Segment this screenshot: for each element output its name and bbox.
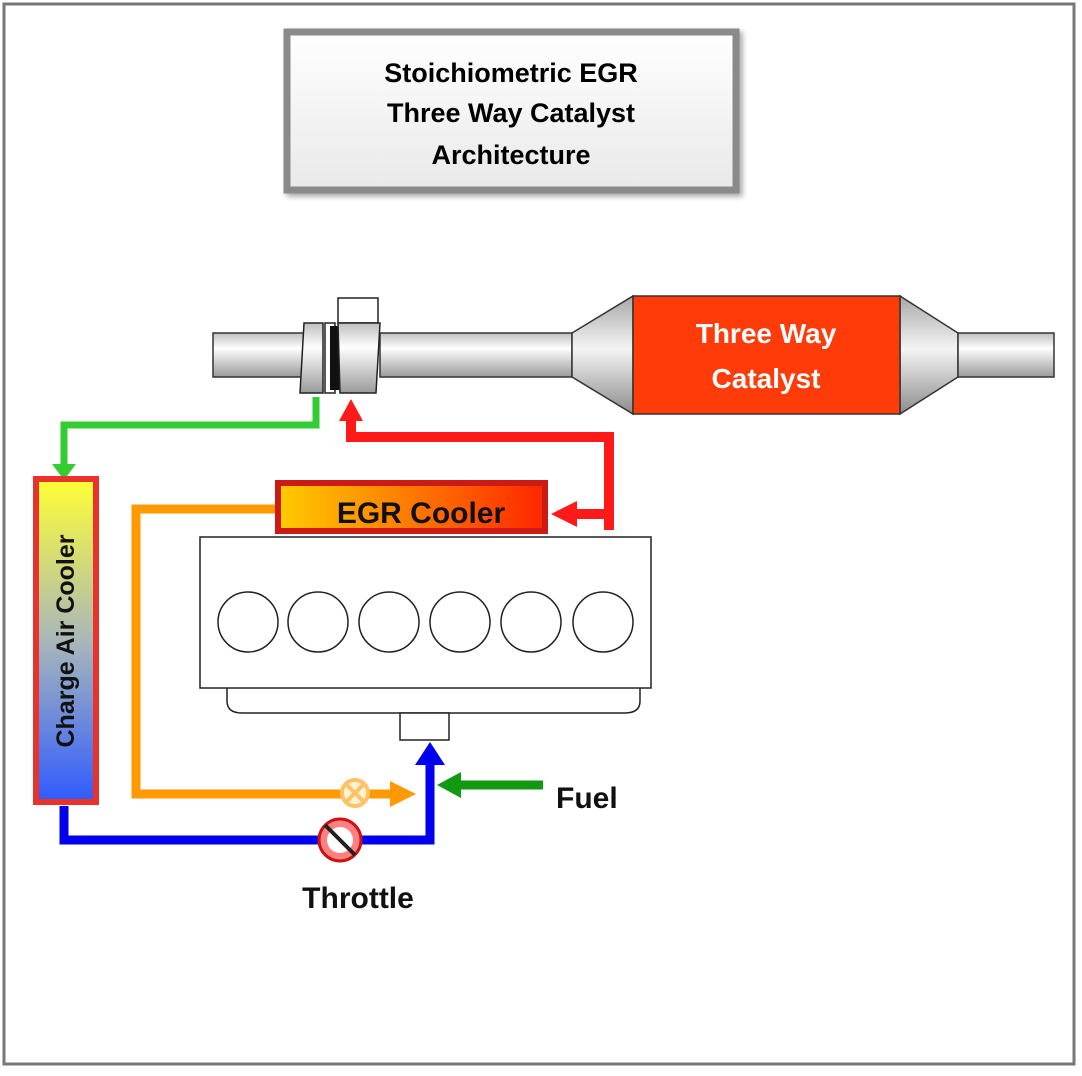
title-line-1: Stoichiometric EGR <box>384 58 638 88</box>
title-line-3: Architecture <box>431 140 590 170</box>
engine-block-icon <box>199 536 652 741</box>
turbo-shaft <box>330 326 340 390</box>
turbine-outlet <box>337 297 379 324</box>
exhaust-pipe <box>379 332 573 378</box>
charge-air-cooler: Charge Air Cooler <box>33 476 99 805</box>
compressed-air-line <box>52 397 320 480</box>
fuel-line <box>437 772 543 798</box>
egr-cooler: EGR Cooler <box>275 480 548 534</box>
cylinder-5 <box>500 591 562 653</box>
egr-to-cooler-arrowhead <box>551 501 577 527</box>
three-way-catalyst <box>632 295 901 415</box>
engine-oil-pan <box>226 688 641 714</box>
cylinder-2 <box>287 591 349 653</box>
compressor-housing <box>299 322 324 394</box>
exhaust-system: Three Way Catalyst <box>212 294 1055 416</box>
fuel-arrowhead <box>437 772 461 798</box>
throttle-valve-icon <box>317 817 363 863</box>
intake-charge-line <box>59 742 445 845</box>
cylinder-1 <box>217 591 279 653</box>
egr-hot-line <box>339 399 614 530</box>
catalyst-label-line-2: Catalyst <box>712 363 821 394</box>
cylinder-3 <box>358 591 420 653</box>
turbine-housing <box>337 322 381 394</box>
catalyst-label-line-1: Three Way <box>696 318 837 349</box>
turbocharger-icon <box>299 297 381 394</box>
title-line-2: Three Way Catalyst <box>387 98 635 128</box>
intake-pipe <box>212 332 309 378</box>
title-box: Stoichiometric EGR Three Way Catalyst Ar… <box>283 28 740 194</box>
cylinder-6 <box>572 591 634 653</box>
intake-port <box>399 712 450 741</box>
throttle-label: Throttle <box>302 882 414 915</box>
egr-cooler-label: EGR Cooler <box>337 497 506 530</box>
egr-valve-icon <box>340 778 370 808</box>
charge-air-cooler-label: Charge Air Cooler <box>52 534 80 747</box>
egr-cooled-line <box>131 504 416 807</box>
intake-arrowhead <box>415 742 445 765</box>
air-arrowhead <box>52 464 76 480</box>
fuel-label: Fuel <box>556 782 618 815</box>
tailpipe <box>957 332 1055 378</box>
cylinder-4 <box>429 591 491 653</box>
egr-to-turbine-arrowhead <box>339 399 363 421</box>
egr-mix-arrowhead <box>390 781 416 807</box>
